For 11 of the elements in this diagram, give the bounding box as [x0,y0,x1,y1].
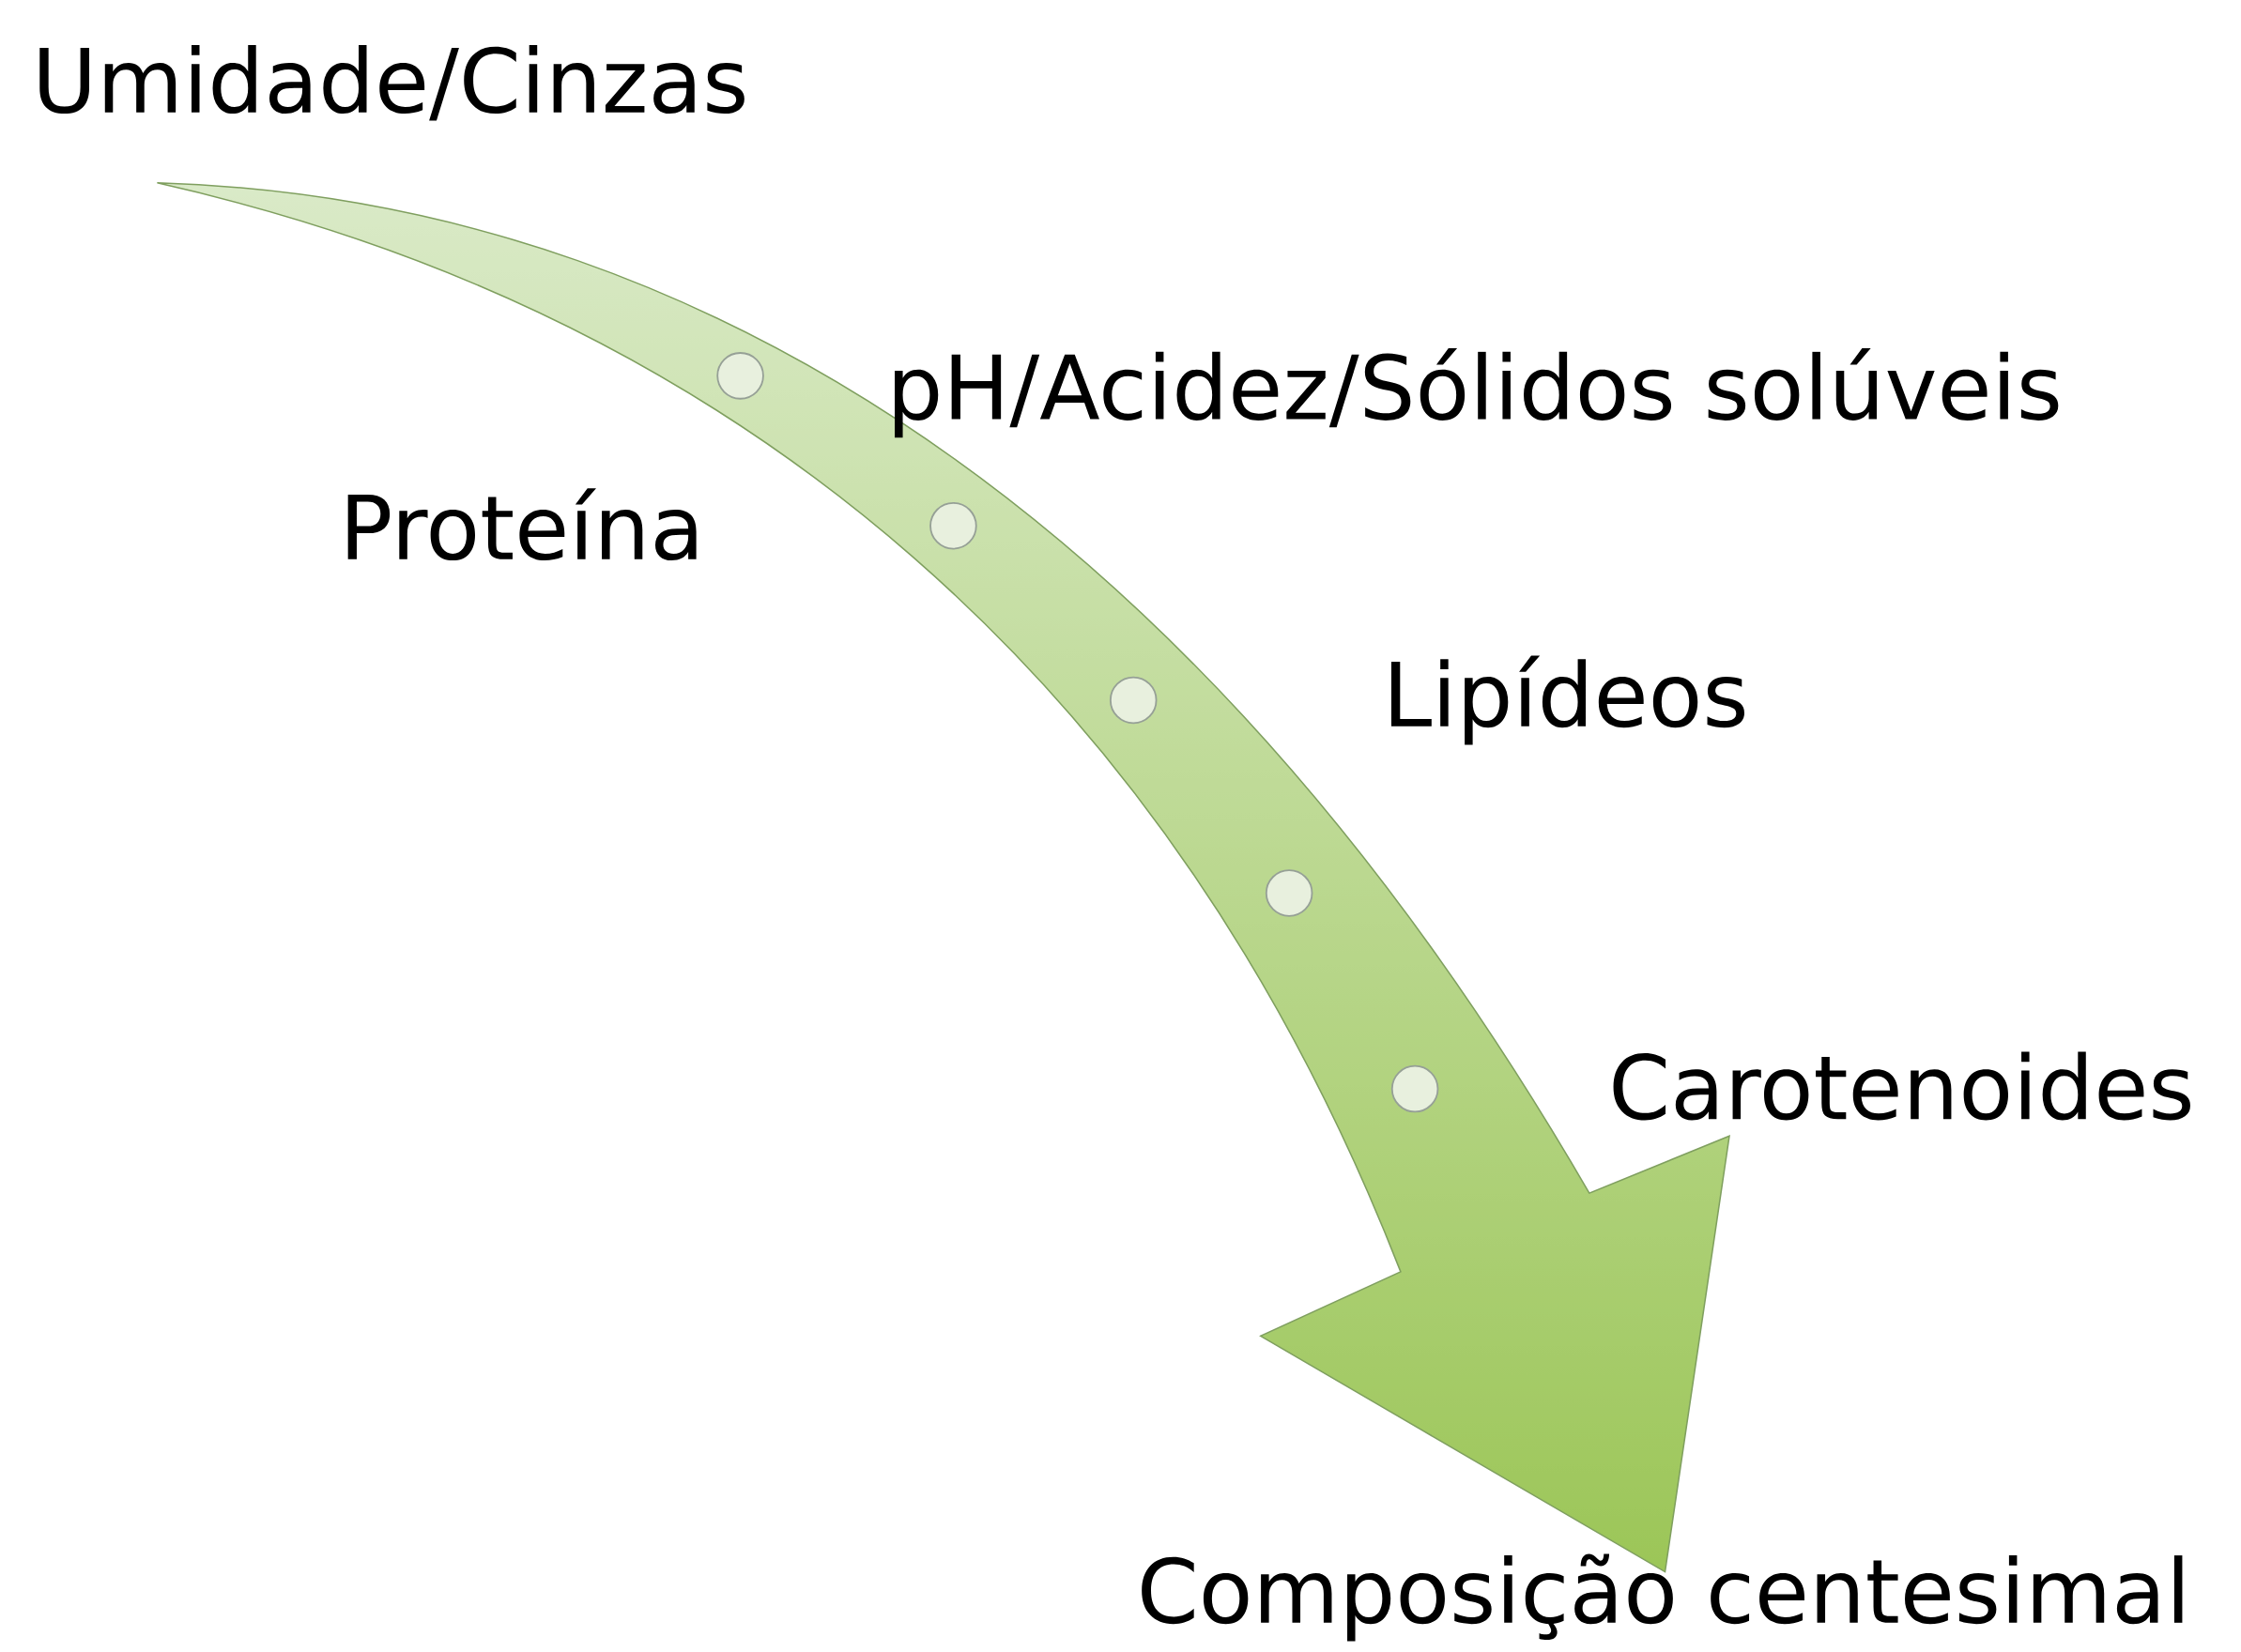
step-circle [1390,1064,1439,1113]
step-circle [716,352,764,400]
step-label: Carotenoides [1613,1051,2190,1121]
step-circle [929,502,977,550]
step-label: Proteína [347,488,697,561]
step-circle [1265,869,1313,917]
step-circle [1109,676,1158,725]
step-label: pH/Acidez/Sólidos solúveis [895,348,2059,438]
step-label: Umidade/Cinzas [39,45,744,121]
step-label: Lipídeos [1391,655,1744,745]
step-label: Composição centesimal [1142,1553,2183,1642]
